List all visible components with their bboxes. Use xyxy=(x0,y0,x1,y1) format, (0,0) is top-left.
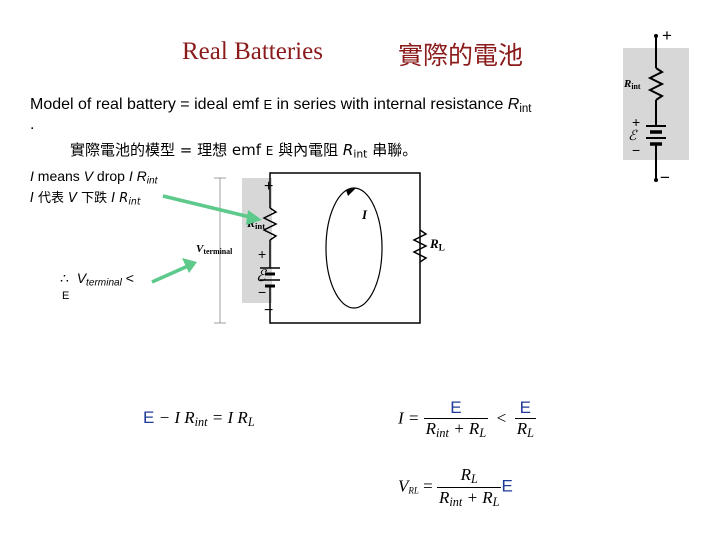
terminal-voltage-label: Vterminal xyxy=(196,243,233,256)
circuit-diagram xyxy=(214,172,428,324)
battery-icon-emf-minus: − xyxy=(632,142,641,158)
battery-icon-plus: + xyxy=(662,26,672,45)
voltage-drop-line-english: I means V drop I Rint xyxy=(30,168,158,187)
negative-terminal-label: − xyxy=(264,302,274,319)
arrow-to-internal-resistor xyxy=(162,194,255,220)
battery-icon-minus: − xyxy=(660,168,670,187)
load-resistor xyxy=(412,229,428,263)
model-line-chinese: 實際電池的模型 = 理想 emf E 與內電阻 Rint 串聯。 xyxy=(70,141,418,161)
emf-plus-label: + xyxy=(258,246,267,262)
terminal-voltage-line: ∴ Vterminal < xyxy=(60,270,134,289)
slide-title-chinese: 實際的電池 xyxy=(398,41,524,70)
model-line-english: Model of real battery = ideal emf E in s… xyxy=(30,96,532,115)
internal-resistor xyxy=(262,207,278,241)
current-label: I xyxy=(362,207,368,222)
positive-terminal-label: + xyxy=(264,178,274,195)
slide-title-english: Real Batteries xyxy=(182,38,323,65)
emf-label: ℰ xyxy=(256,266,266,285)
emf-symbol: E xyxy=(265,144,274,158)
voltage-drop-line-chinese: I 代表 V 下跌 I Rint xyxy=(30,191,141,208)
current-arrow xyxy=(346,188,356,196)
battery-icon xyxy=(623,34,689,182)
emf-symbol: E xyxy=(263,97,273,112)
emf-symbol: E xyxy=(62,290,70,302)
model-line-dot: . xyxy=(30,116,35,133)
battery-icon-rint: Rint xyxy=(624,78,641,91)
circuit-wire xyxy=(269,172,421,324)
arrow-to-terminal-voltage xyxy=(151,264,189,284)
battery-icon-emf: ℰ xyxy=(628,128,637,144)
load-resistance-label: RL xyxy=(430,236,445,254)
current-loop xyxy=(325,187,383,309)
equation-emf-balance: E − I Rint = I RL xyxy=(143,408,255,430)
emf-minus-label: − xyxy=(258,284,267,300)
battery-box xyxy=(242,178,272,303)
battery-icon-emf-plus: + xyxy=(632,114,641,130)
